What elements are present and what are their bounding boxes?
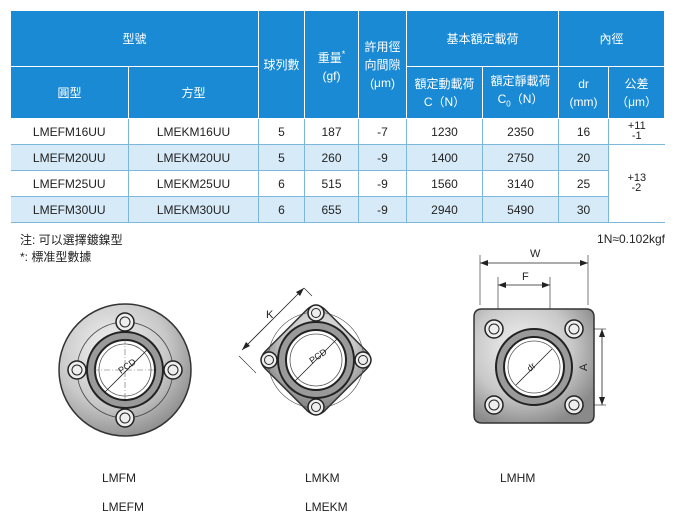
square-flange-drawing: PCD K xyxy=(238,287,372,416)
cell-static: 3140 xyxy=(482,170,559,197)
cell-round: LMEFM20UU xyxy=(10,144,129,171)
header-round: 圓型 xyxy=(10,66,129,119)
dim-w-label: W xyxy=(530,248,541,260)
lmhm-drawing: W F dr A xyxy=(473,248,606,424)
cell-tolerance: +11-1 xyxy=(608,118,665,145)
cell-static: 2750 xyxy=(482,144,559,171)
dim-k-label: K xyxy=(266,309,274,321)
caption-lmkm: LMKM xyxy=(305,471,340,485)
cell-dynamic: 1400 xyxy=(406,144,483,171)
cell-dr: 30 xyxy=(558,196,609,223)
header-weight: 重量* (gf) xyxy=(304,10,360,119)
header-clearance: 許用徑 向間隙 (μm) xyxy=(358,10,408,119)
header-ball-rows: 球列數 xyxy=(258,10,306,119)
cell-square: LMEKM20UU xyxy=(127,144,259,171)
cell-dr: 25 xyxy=(558,170,609,197)
cell-dynamic: 1230 xyxy=(406,118,483,145)
cell-static: 5490 xyxy=(482,196,559,223)
caption-lmhm: LMHM xyxy=(500,471,536,485)
cell-clearance: -7 xyxy=(358,118,407,145)
cell-dr: 16 xyxy=(558,118,609,145)
header-tol: 公差 （μm） xyxy=(608,66,666,119)
cell-weight: 655 xyxy=(304,196,359,223)
note-standard: *: 標准型數據 xyxy=(20,250,92,264)
table-row: LMEFM25UU LMEKM25UU 6 515 -9 1560 3140 2… xyxy=(10,170,665,197)
cell-round: LMEFM25UU xyxy=(10,170,129,197)
table-row: LMEFM16UU LMEKM16UU 5 187 -7 1230 2350 1… xyxy=(10,118,665,145)
notes: 注: 可以選擇鍍鎳型 *: 標准型數據 xyxy=(20,232,123,266)
cell-clearance: -9 xyxy=(358,196,407,223)
header-square: 方型 xyxy=(127,66,260,119)
cell-weight: 187 xyxy=(304,118,359,145)
dim-a-label: A xyxy=(578,363,590,371)
cell-rows: 5 xyxy=(258,118,305,145)
cell-dr: 20 xyxy=(558,144,609,171)
note-nickel: 注: 可以選擇鍍鎳型 xyxy=(20,233,123,247)
spec-table: 型號 球列數 重量* (gf) 許用徑 向間隙 (μm) 基本額定載荷 內徑 圓… xyxy=(9,10,666,223)
cell-round: LMEFM16UU xyxy=(10,118,129,145)
caption-lmekm: LMEKM xyxy=(305,500,348,514)
cell-weight: 260 xyxy=(304,144,359,171)
table-row: LMEFM20UU LMEKM20UU 5 260 -9 1400 2750 2… xyxy=(10,144,665,223)
cell-static: 2350 xyxy=(482,118,559,145)
unit-conversion: 1N≈0.102kgf xyxy=(597,232,665,246)
cell-square: LMEKM25UU xyxy=(127,170,259,197)
cell-weight: 515 xyxy=(304,170,359,197)
cell-square: LMEKM16UU xyxy=(127,118,259,145)
header-dynamic: 額定動載荷 C（N） xyxy=(406,66,484,119)
cell-round: LMEFM30UU xyxy=(10,196,129,223)
cell-rows: 6 xyxy=(258,170,305,197)
cell-dynamic: 2940 xyxy=(406,196,483,223)
cell-rows: 6 xyxy=(258,196,305,223)
cell-dynamic: 1560 xyxy=(406,170,483,197)
header-dr: dr (mm) xyxy=(558,66,610,119)
caption-lmfm: LMFM xyxy=(102,471,136,485)
cell-clearance: -9 xyxy=(358,170,407,197)
header-static: 額定靜載荷 C0（N） xyxy=(482,66,560,119)
table-row: LMEFM30UU LMEKM30UU 6 655 -9 2940 5490 3… xyxy=(10,196,665,223)
cell-clearance: -9 xyxy=(358,144,407,171)
header-inner: 內徑 xyxy=(558,10,666,67)
cell-rows: 5 xyxy=(258,144,305,171)
round-flange-drawing: PCD xyxy=(58,303,192,437)
dim-f-label: F xyxy=(522,271,529,283)
caption-lmefm: LMEFM xyxy=(102,500,144,514)
header-model: 型號 xyxy=(9,10,260,67)
header-load: 基本額定載荷 xyxy=(406,10,560,67)
cell-square: LMEKM30UU xyxy=(127,196,259,223)
cell-tolerance: +13-2 xyxy=(608,144,665,223)
